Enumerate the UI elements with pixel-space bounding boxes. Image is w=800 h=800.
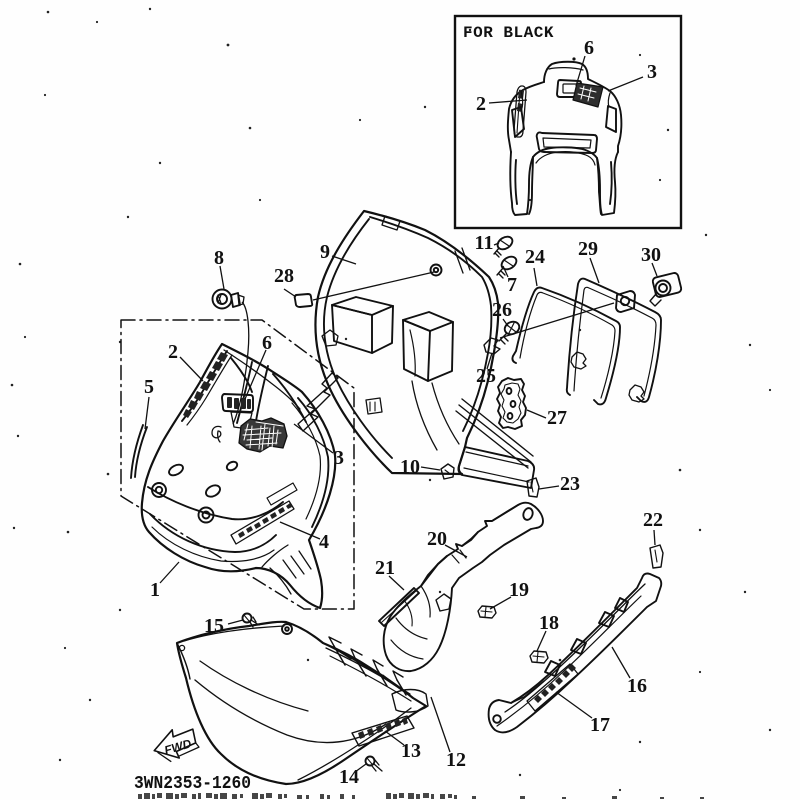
svg-text:9: 9 (320, 241, 330, 263)
svg-text:6: 6 (262, 332, 272, 354)
svg-text:11: 11 (475, 232, 494, 254)
svg-text:10: 10 (400, 456, 420, 478)
svg-text:2: 2 (476, 93, 486, 115)
svg-text:4: 4 (319, 531, 329, 553)
svg-text:3: 3 (334, 447, 344, 469)
svg-text:21: 21 (375, 557, 395, 579)
svg-text:18: 18 (539, 612, 559, 634)
svg-text:30: 30 (641, 244, 661, 266)
svg-text:20: 20 (427, 528, 447, 550)
svg-text:14: 14 (339, 766, 359, 788)
svg-text:22: 22 (643, 509, 663, 531)
svg-text:19: 19 (509, 579, 529, 601)
svg-text:2: 2 (168, 341, 178, 363)
svg-text:23: 23 (560, 473, 580, 495)
svg-text:24: 24 (525, 246, 545, 268)
svg-text:17: 17 (590, 714, 610, 736)
svg-text:FOR BLACK: FOR BLACK (463, 24, 554, 42)
svg-text:12: 12 (446, 749, 466, 771)
svg-text:28: 28 (274, 265, 294, 287)
svg-text:27: 27 (547, 407, 567, 429)
svg-text:15: 15 (204, 615, 224, 637)
svg-text:5: 5 (144, 376, 154, 398)
svg-text:3: 3 (647, 61, 657, 83)
svg-text:6: 6 (584, 37, 594, 59)
svg-text:25: 25 (476, 365, 496, 387)
svg-text:13: 13 (401, 740, 421, 762)
svg-text:16: 16 (627, 675, 647, 697)
svg-text:7: 7 (507, 274, 517, 296)
svg-text:8: 8 (214, 247, 224, 269)
svg-text:1: 1 (150, 579, 160, 601)
svg-text:26: 26 (492, 299, 512, 321)
svg-text:3WN2353-1260: 3WN2353-1260 (134, 774, 251, 794)
svg-text:29: 29 (578, 238, 598, 260)
